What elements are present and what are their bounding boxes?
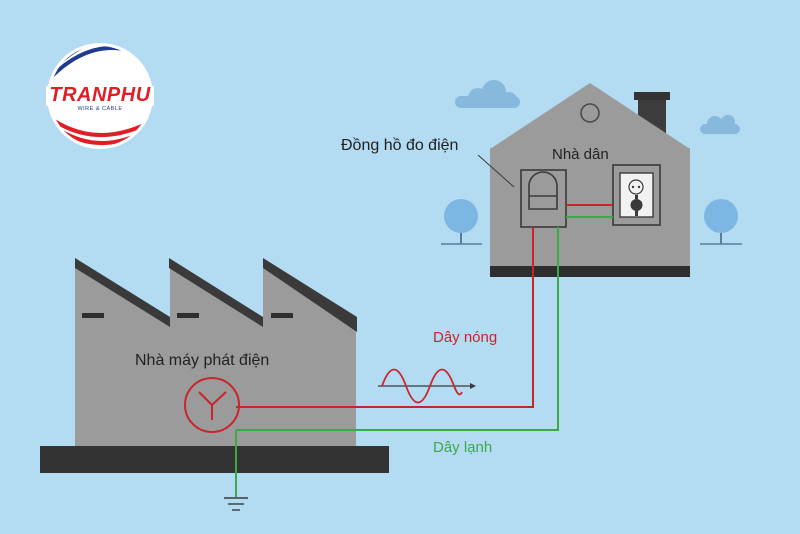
tree-right (700, 199, 742, 245)
tranphu-logo (46, 43, 154, 149)
wall-socket-icon (612, 164, 661, 226)
neutral-wire (236, 227, 559, 431)
neutral-wire-label: Dây lạnh (433, 439, 493, 456)
hot-wire-label: Dây nóng (433, 329, 498, 346)
factory-window-1 (82, 313, 104, 318)
ground-icon (224, 497, 248, 511)
sine-wave-icon (378, 368, 476, 404)
house-label: Nhà dân (552, 146, 609, 163)
factory-roof-2 (169, 258, 263, 327)
factory-window-2 (177, 313, 199, 318)
generator-symbol-icon (184, 377, 240, 433)
hot-wire (236, 227, 534, 408)
plant-label: Nhà máy phát điện (135, 352, 270, 369)
factory-roof-1 (75, 258, 170, 327)
meter-label-pointer (477, 154, 515, 188)
house-roof (490, 83, 690, 149)
tree-left (441, 199, 482, 245)
cloud-right (700, 115, 740, 134)
factory (40, 258, 389, 473)
house-base (490, 266, 690, 277)
cloud-left (455, 80, 520, 108)
house-wall (490, 148, 690, 270)
logo-tagline: WIRE & CABLE (77, 106, 123, 112)
factory-base (40, 446, 389, 473)
meter-label: Đồng hồ đo điện (341, 137, 459, 154)
factory-walls (75, 258, 356, 446)
house-attic-window (580, 103, 600, 123)
house (490, 83, 690, 277)
factory-window-3 (271, 313, 293, 318)
factory-roof-3 (263, 258, 357, 332)
logo-brand: TRANPHU (49, 84, 151, 106)
electric-meter-icon (520, 169, 567, 228)
